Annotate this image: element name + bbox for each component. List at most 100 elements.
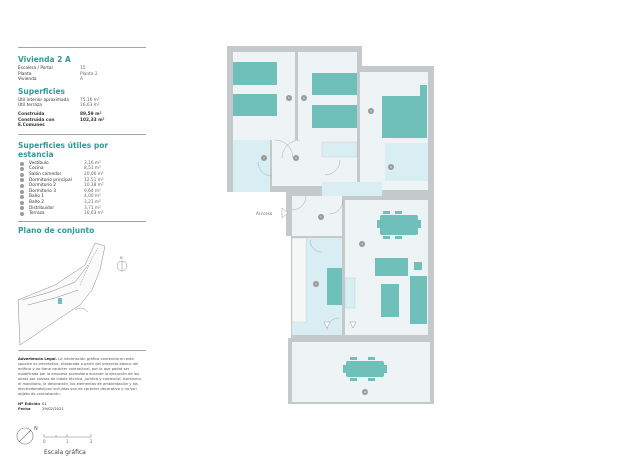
room-number-marker <box>388 164 394 170</box>
edition-label: Nº Edición <box>18 401 41 406</box>
kitchen-counter <box>291 237 307 323</box>
room-number: 3 <box>361 242 363 246</box>
row-value: A <box>80 77 83 83</box>
dining-table-icon <box>377 211 421 239</box>
row-value: 75,16 m² <box>80 97 100 103</box>
edition-label: Fecha <box>18 406 31 411</box>
room-bullet-icon <box>20 161 24 166</box>
row-label: Cocina <box>29 166 44 172</box>
room-number-marker <box>313 281 319 287</box>
room-bullet-icon <box>20 178 24 183</box>
row-label: Baño 1 <box>29 194 45 200</box>
room-bullet-icon <box>20 183 24 188</box>
room-bullet-icon <box>20 172 24 177</box>
wardrobe <box>322 182 382 196</box>
room-number: 8 <box>390 165 392 169</box>
room-number-marker <box>368 108 374 114</box>
room-bullet-icon <box>20 206 24 211</box>
row-label: Vestíbulo <box>29 160 49 166</box>
row-value: 10,38 m² <box>84 183 104 189</box>
legal-notice: Advertencia Legal. La información gráfic… <box>18 357 146 397</box>
room-number: 6 <box>303 96 305 100</box>
edition-value: 01 <box>42 401 47 406</box>
divider <box>18 350 146 351</box>
row-label: Salón comedor <box>29 171 62 177</box>
wardrobe <box>321 141 358 158</box>
row-label: Construida <box>18 111 45 117</box>
unit-title: Vivienda 2 A <box>18 55 71 64</box>
graphic-scale: 0 1 2 Escala gráfica <box>43 434 93 456</box>
kitchen-table-icon <box>327 268 342 305</box>
edition-row: Fecha 29/02/2021 <box>18 406 146 411</box>
bed-icon <box>382 85 427 138</box>
row-label: Dormitorio 3 <box>29 188 57 194</box>
row-value: 15 <box>80 66 86 71</box>
room-bullet-icon <box>20 200 24 205</box>
vestibule <box>292 196 342 236</box>
bed-icon <box>312 73 357 128</box>
room-number-marker <box>318 214 324 220</box>
row-value: 9,64 m² <box>84 188 101 194</box>
row-label: Planta <box>18 71 32 77</box>
row-label: Escalera / Portal <box>18 66 53 71</box>
info-row: Vestíbulo 3,16 m² <box>18 161 146 167</box>
divider <box>18 47 146 48</box>
info-row: Útil interior aproximada 75,16 m² <box>18 98 146 104</box>
room-number: 5 <box>288 96 290 100</box>
access-arrow-icon <box>281 207 289 219</box>
site-plan-drawing <box>17 242 106 346</box>
row-value: 3,71 m² <box>84 205 101 211</box>
tv-unit <box>344 277 356 309</box>
room-bullet-icon <box>20 189 24 194</box>
bed-icon <box>233 62 277 116</box>
info-row: Dormitorio 2 10,38 m² <box>18 183 146 189</box>
scale-tick: 0 <box>43 439 46 444</box>
room-number: 9 <box>295 156 297 160</box>
row-value: 3,16 m² <box>84 160 101 166</box>
row-label: Baño 2 <box>29 199 45 205</box>
info-row: Construida 89,59 m² <box>18 112 146 118</box>
room-bullet-icon <box>20 211 24 216</box>
row-label: Útil interior aproximada <box>18 97 69 103</box>
sofa-icon <box>375 258 427 324</box>
room-number-marker <box>286 95 292 101</box>
row-label: Útil terraza <box>18 103 42 109</box>
entry-arrow-icon <box>349 321 357 329</box>
divider <box>18 133 146 135</box>
rooms-title: Superficies útiles por estancia <box>18 140 109 159</box>
room-number: 7 <box>263 156 265 160</box>
room-number-marker <box>359 241 365 247</box>
row-value: 12,51 m² <box>84 177 104 183</box>
row-label: Dormitorio 2 <box>29 183 57 189</box>
row-label: Dormitorio principal <box>29 177 72 183</box>
info-row: Cocina 8,51 m² <box>18 166 146 172</box>
scale-label: Escala gráfica <box>44 449 86 456</box>
row-value: 16,63 m² <box>84 211 104 217</box>
site-plan-title: Plano de conjunto <box>18 225 95 235</box>
access-label: Accceso <box>256 211 273 216</box>
room-number: 4 <box>370 109 372 113</box>
info-row: Útil terraza 16,63 m² <box>18 103 146 109</box>
room-number: 1 <box>320 215 322 219</box>
bathroom-1 <box>233 140 270 192</box>
room-number: 2 <box>315 282 317 286</box>
north-label: N <box>34 426 38 432</box>
row-label: Construida con E.Comunes <box>18 117 55 129</box>
edition-value: 29/02/2021 <box>42 406 64 411</box>
row-value: 8,51 m² <box>84 166 101 172</box>
row-value: 89,59 m² <box>80 111 102 117</box>
divider <box>18 220 146 222</box>
row-value: 16,63 m² <box>80 103 100 109</box>
room-bullet-icon <box>20 167 24 172</box>
legal-title: Advertencia Legal. <box>18 357 57 361</box>
rooms-list: Vestíbulo 3,16 m² Cocina 8,51 m² Salón comed… <box>18 161 146 217</box>
